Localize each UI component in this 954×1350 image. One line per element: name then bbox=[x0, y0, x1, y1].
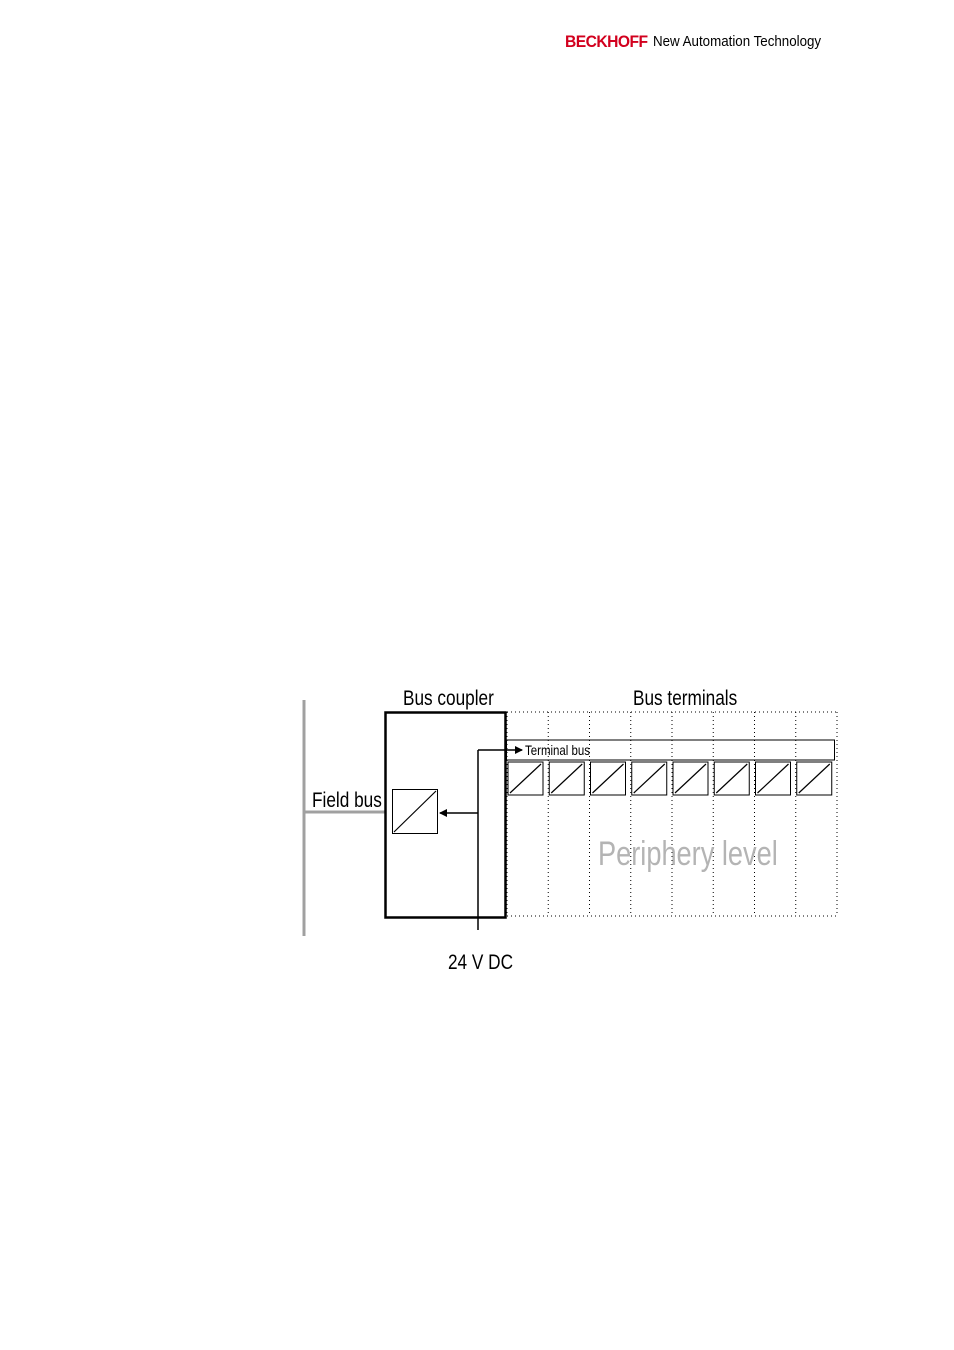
coupler-converter-slash bbox=[393, 790, 437, 833]
terminal-bus-strip bbox=[506, 739, 835, 761]
bus-terminal-columns bbox=[506, 711, 838, 917]
periphery-level-label: Periphery level bbox=[598, 834, 778, 873]
bus-coupler-label: Bus coupler bbox=[403, 688, 494, 711]
brand-logo: BECKHOFF bbox=[565, 32, 648, 51]
field-bus-label: Field bus bbox=[312, 790, 382, 813]
supply-voltage-label: 24 V DC bbox=[448, 952, 513, 975]
terminal-converter-slash bbox=[592, 763, 624, 794]
terminal-converter-slash bbox=[715, 763, 748, 794]
page-header: BECKHOFF New Automation Technology bbox=[0, 0, 954, 70]
terminal-converter-slash bbox=[633, 763, 666, 794]
bus-terminals-label: Bus terminals bbox=[633, 688, 737, 711]
terminal-converter-slash bbox=[550, 763, 583, 794]
terminal-converter-slash bbox=[757, 763, 789, 794]
brand-tagline: New Automation Technology bbox=[653, 34, 822, 50]
terminal-converter-slash bbox=[509, 763, 542, 794]
terminal-converter-slash bbox=[798, 763, 831, 794]
terminal-bus-label: Terminal bus bbox=[525, 742, 590, 758]
terminal-converter-slash bbox=[674, 763, 707, 794]
